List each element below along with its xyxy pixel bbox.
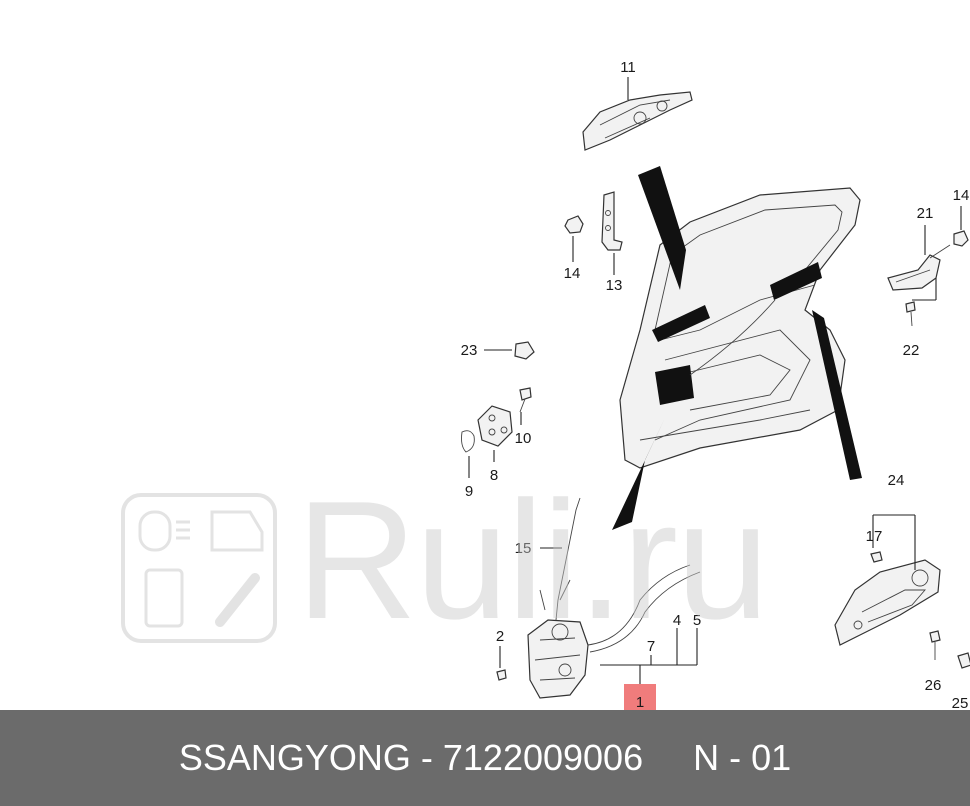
part-screw-26 — [929, 630, 941, 660]
callout-1: 1 — [636, 694, 644, 710]
callout-4: 4 — [673, 612, 681, 629]
callout-21: 21 — [917, 205, 934, 222]
callout-7: 7 — [647, 638, 655, 655]
part-door-checker — [887, 225, 951, 291]
sweep-lower — [612, 418, 665, 530]
callout-17: 17 — [866, 528, 883, 545]
callout-15: 15 — [515, 540, 532, 557]
footer-bar: SSANGYONG - 7122009006 N - 01 — [0, 710, 970, 806]
callout-23: 23 — [461, 342, 478, 359]
callout-26: 26 — [925, 677, 942, 694]
part-screw-2 — [496, 646, 507, 681]
sweep-right — [812, 310, 862, 480]
part-outside-handle — [582, 77, 693, 151]
part-latch-assembly — [527, 564, 701, 699]
footer-part-number: SSANGYONG - 7122009006 N - 01 — [178, 737, 792, 778]
part-bracket-13 — [601, 191, 623, 275]
part-cap-25 — [957, 652, 970, 669]
part-inside-handle — [834, 514, 941, 646]
watermark-logo-icon — [121, 493, 277, 643]
callout-11: 11 — [620, 59, 636, 76]
callout-14-right: 14 — [953, 187, 970, 204]
part-nut-14-right — [953, 206, 969, 247]
sweep-upper — [638, 166, 686, 290]
callout-2: 2 — [496, 628, 504, 645]
callout-13: 13 — [606, 277, 623, 294]
callout-leaders-4-5-7 — [600, 628, 698, 684]
callout-8: 8 — [490, 467, 498, 484]
part-rod-15 — [540, 497, 581, 621]
part-striker-8 — [477, 405, 513, 462]
part-shim-9 — [461, 430, 475, 478]
part-bolt-22 — [905, 278, 937, 327]
callout-5: 5 — [693, 612, 701, 629]
part-nut-14 — [564, 215, 584, 262]
callout-14-left: 14 — [564, 265, 581, 282]
highlight-part-1 — [624, 684, 656, 710]
callout-9: 9 — [465, 483, 473, 500]
part-clip-17 — [870, 551, 883, 563]
part-bolt-10 — [519, 387, 532, 425]
callout-10: 10 — [515, 430, 532, 447]
callout-22: 22 — [903, 342, 920, 359]
callout-24: 24 — [888, 472, 905, 489]
callout-25: 25 — [952, 695, 969, 710]
part-cap-23 — [484, 341, 535, 360]
exploded-parts-diagram: 11 14 13 14 21 22 23 10 8 9 24 17 15 2 4… — [461, 59, 970, 710]
